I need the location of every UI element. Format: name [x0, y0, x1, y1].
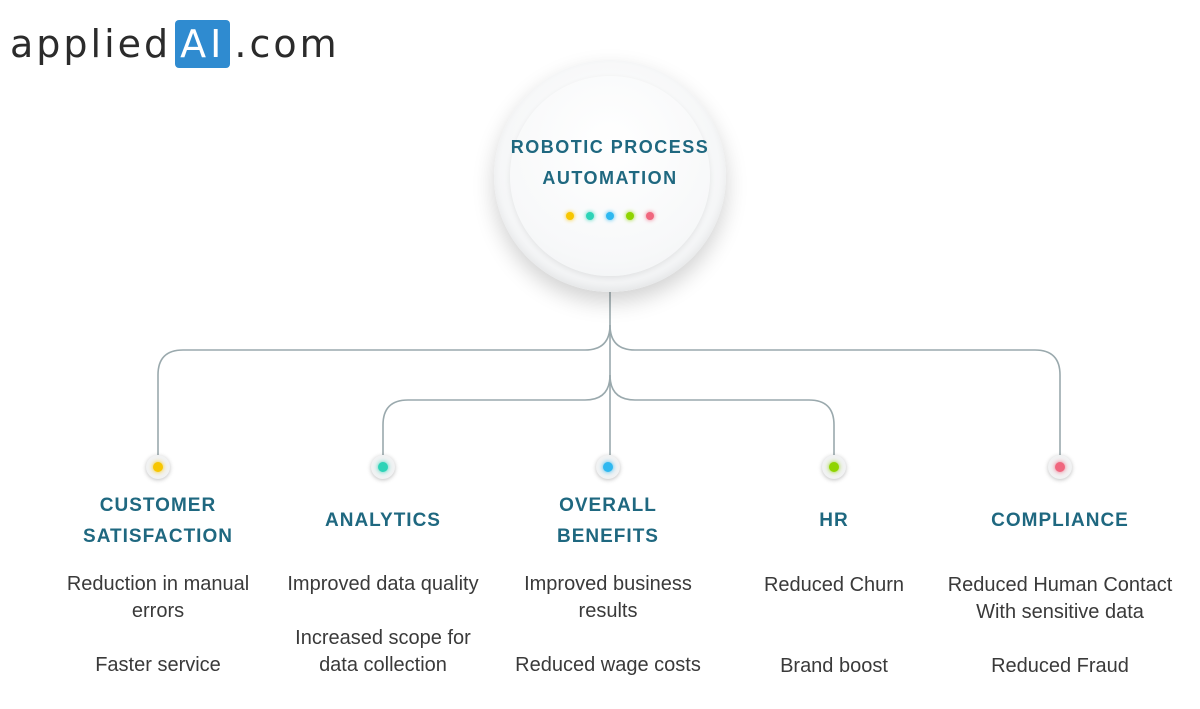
hub-dots: [494, 212, 726, 220]
benefit-line: With sensitive data: [976, 601, 1144, 623]
benefit-line: Improved business: [524, 573, 692, 595]
column-title: HR: [714, 505, 954, 536]
connector-hr: [609, 374, 835, 455]
benefit-line: Reduced wage costs: [515, 654, 701, 676]
benefit-item: Improved business results: [478, 571, 738, 625]
column-title-line: CUSTOMER: [99, 495, 217, 516]
column-title-line: ANALYTICS: [325, 510, 441, 531]
hub-dot: [646, 212, 654, 220]
column-title: OVERALL BENEFITS: [488, 490, 728, 552]
connector-customer-satisfaction: [157, 324, 611, 455]
node-customer-satisfaction: [146, 455, 170, 479]
node-hr: [822, 455, 846, 479]
benefit-line: Brand boost: [780, 655, 888, 677]
hub-dot: [626, 212, 634, 220]
benefit-line: results: [578, 600, 638, 622]
benefit-item: Reduced Fraud: [930, 653, 1190, 680]
column-title-line: OVERALL: [559, 495, 657, 516]
rpa-hub: ROBOTIC PROCESS AUTOMATION: [494, 60, 726, 292]
benefit-item: Reduced Churn: [704, 572, 964, 599]
benefit-line: Reduced Fraud: [991, 655, 1129, 677]
benefit-line: Reduced Churn: [763, 574, 905, 596]
benefit-line: Increased scope for: [295, 627, 471, 649]
node-analytics: [371, 455, 395, 479]
node-core: [603, 462, 613, 472]
hub-dot: [606, 212, 614, 220]
hub-title-line1: ROBOTIC PROCESS: [510, 137, 710, 157]
hub-inner-disc: [510, 76, 710, 276]
benefit-item: Improved data quality: [253, 571, 513, 598]
hub-dot: [566, 212, 574, 220]
hub-title: ROBOTIC PROCESS AUTOMATION: [494, 132, 726, 194]
node-core: [1055, 462, 1065, 472]
logo-prefix: applied: [10, 22, 172, 66]
benefit-line: Faster service: [95, 654, 221, 676]
node-core: [153, 462, 163, 472]
logo-suffix: .com: [234, 22, 340, 66]
column-title: ANALYTICS: [263, 505, 503, 536]
benefit-line: errors: [131, 600, 185, 622]
node-core: [829, 462, 839, 472]
connector-analytics: [382, 374, 611, 455]
benefit-item: Reduction in manual errors: [28, 571, 288, 625]
column-title-line: COMPLIANCE: [991, 510, 1129, 531]
benefit-item: Reduced Human Contact With sensitive dat…: [930, 572, 1190, 626]
hub-title-line2: AUTOMATION: [542, 168, 678, 188]
column-title-line: SATISFACTION: [83, 526, 233, 547]
hub-dot: [586, 212, 594, 220]
benefit-line: Reduced Human Contact: [947, 574, 1173, 596]
benefit-line: Improved data quality: [287, 573, 479, 595]
column-title: CUSTOMER SATISFACTION: [38, 490, 278, 552]
node-core: [378, 462, 388, 472]
benefit-item: Reduced wage costs: [478, 652, 738, 679]
connector-compliance: [609, 324, 1061, 455]
benefit-line: data collection: [319, 654, 447, 676]
column-title-line: BENEFITS: [557, 526, 659, 547]
benefit-item: Faster service: [28, 652, 288, 679]
column-title-line: HR: [819, 510, 849, 531]
benefit-item: Increased scope for data collection: [253, 625, 513, 679]
node-overall-benefits: [596, 455, 620, 479]
benefit-line: Reduction in manual: [66, 573, 250, 595]
column-title: COMPLIANCE: [940, 505, 1180, 536]
benefit-item: Brand boost: [704, 653, 964, 680]
node-compliance: [1048, 455, 1072, 479]
logo-highlight: AI: [175, 20, 231, 68]
